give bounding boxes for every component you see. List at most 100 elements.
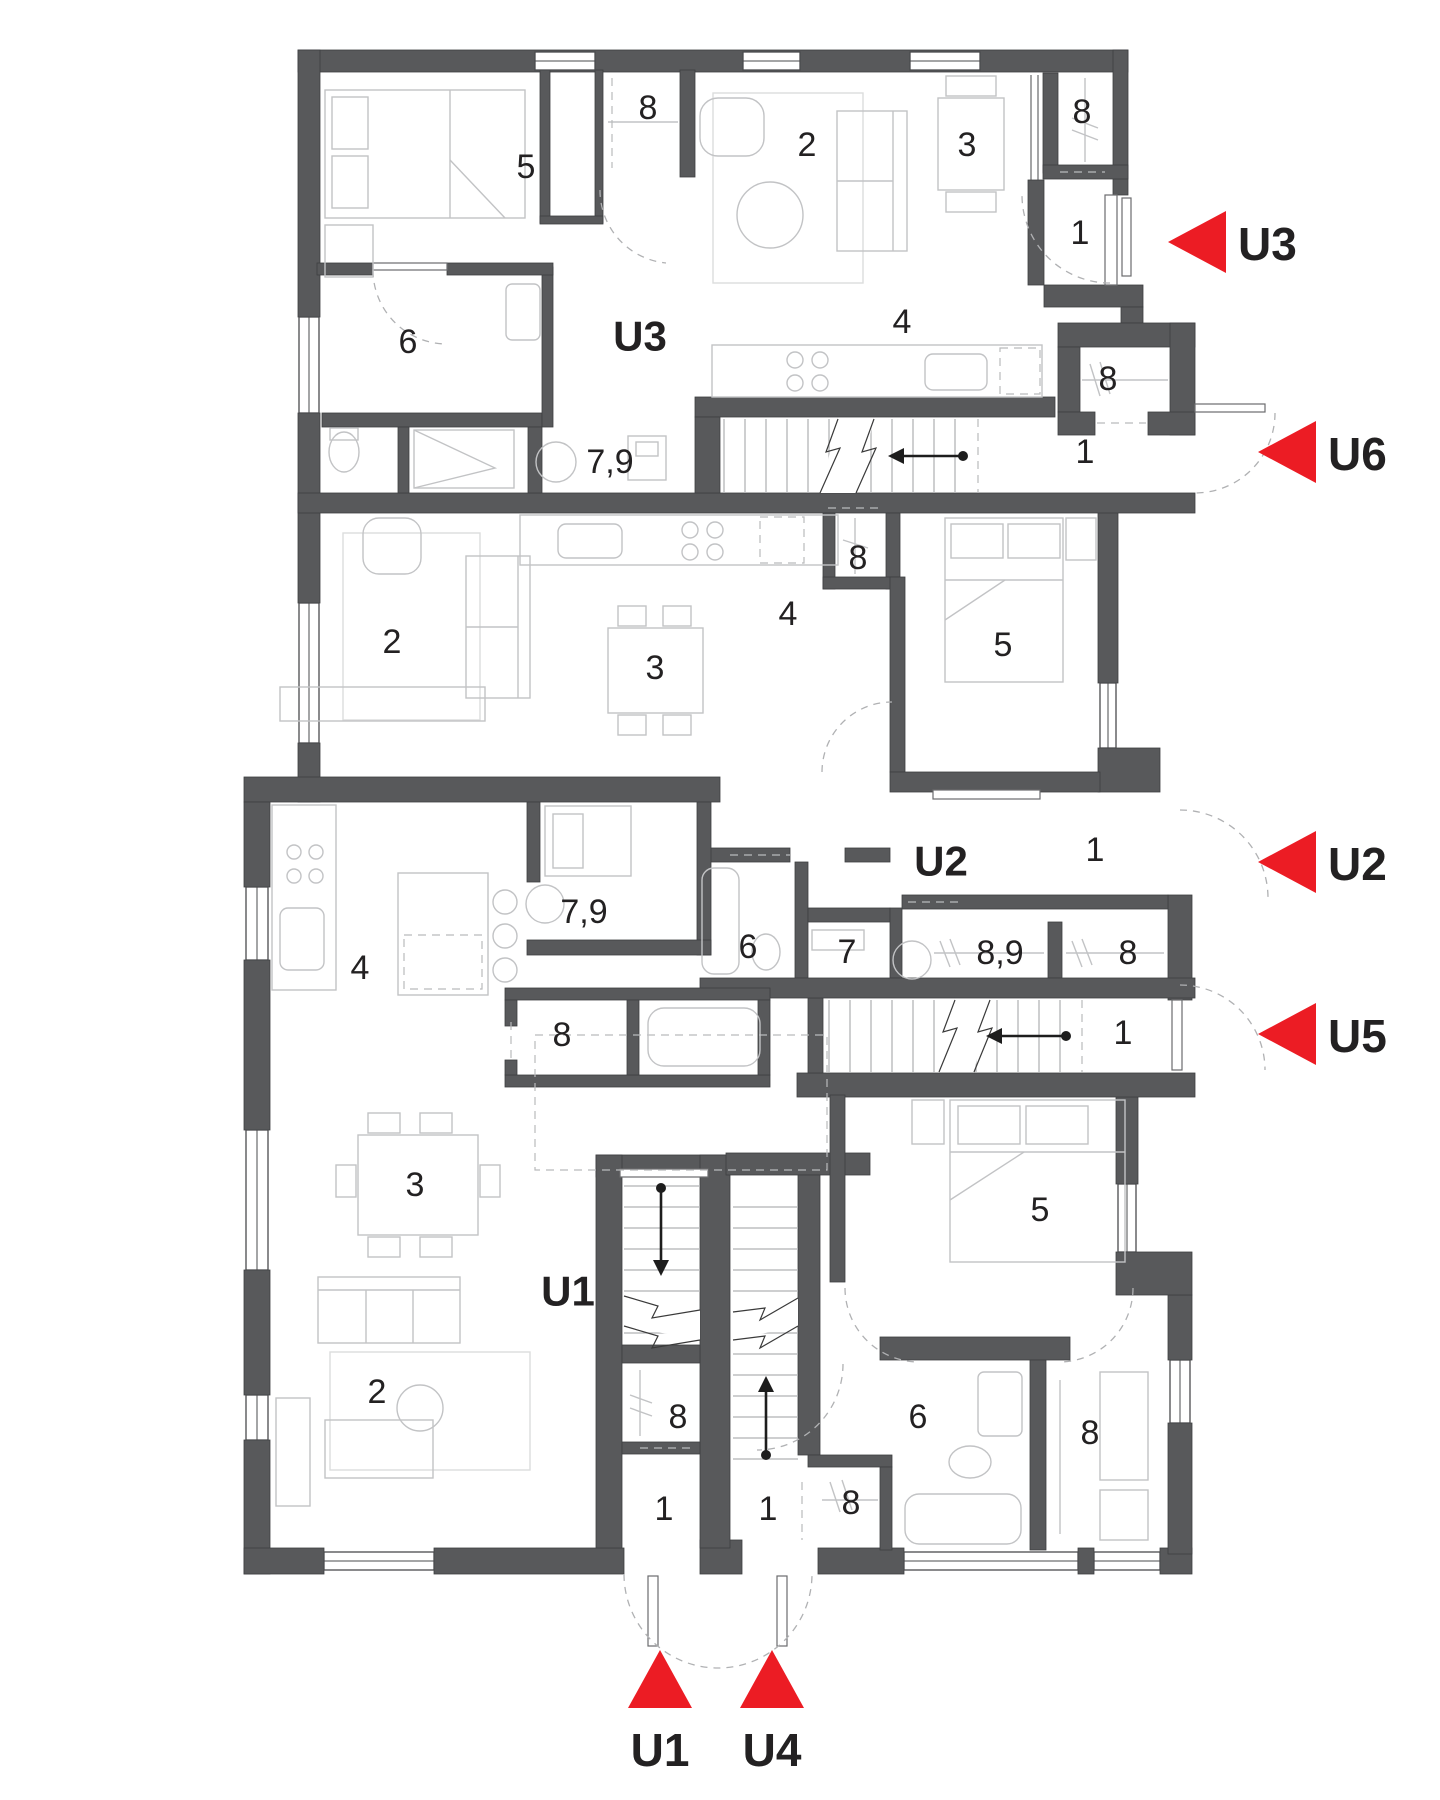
bed-u1 xyxy=(949,1099,1126,1263)
side-table-u3 xyxy=(736,181,804,249)
room-label-U3-3: 3 xyxy=(958,126,977,164)
sofa-u2 xyxy=(465,555,531,699)
entry-arrow-U4: U4 xyxy=(740,1650,804,1776)
closet-u6 xyxy=(1082,361,1168,397)
window xyxy=(1117,1183,1137,1253)
laundry89-u2 xyxy=(892,938,1044,980)
entry-door-u1 xyxy=(647,1575,659,1647)
stairs xyxy=(534,418,1083,1462)
room-label-U2-1: 1 xyxy=(1086,831,1105,869)
room-label-U2-5: 5 xyxy=(994,626,1013,664)
dining-u1 xyxy=(335,1112,501,1258)
bed-u2 xyxy=(944,517,1064,683)
cabinet-room7 xyxy=(811,929,865,951)
closet8d-u1 xyxy=(1059,1371,1149,1541)
bath6-u2 xyxy=(701,867,781,975)
entry-arrow-U2: U2 xyxy=(1258,831,1387,893)
nightstand xyxy=(324,224,374,278)
window xyxy=(903,1551,1079,1571)
closet8b-u2 xyxy=(1066,938,1164,968)
island-u1 xyxy=(397,872,518,996)
room-label-U2-8: 8 xyxy=(1119,934,1138,972)
bath-u3 xyxy=(328,283,541,489)
entry-arrow-triangle-U6 xyxy=(1258,421,1316,483)
closet-tr xyxy=(1071,78,1099,162)
stair-arrow-u5 xyxy=(986,1028,1071,1044)
window xyxy=(323,1551,435,1571)
armchair-u1 xyxy=(396,1384,444,1432)
room-label-U1-8: 8 xyxy=(669,1398,688,1436)
room-label-U1-8: 8 xyxy=(1081,1414,1100,1452)
cabinet-u1 xyxy=(275,1397,311,1507)
closet8c-u1 xyxy=(629,1370,653,1436)
closet-hall-u3 xyxy=(608,78,678,168)
kitchen-u3 xyxy=(711,344,1043,398)
window xyxy=(1169,1359,1191,1424)
window xyxy=(1099,682,1117,749)
entry-arrow-label-U2: U2 xyxy=(1328,838,1387,890)
room-label-U1-1: 1 xyxy=(655,1490,674,1528)
entry-arrow-label-U4: U4 xyxy=(743,1724,802,1776)
sofa-u1 xyxy=(317,1276,461,1344)
room-label-U3-5: 5 xyxy=(517,148,536,186)
entry-arrow-label-U3: U3 xyxy=(1238,218,1297,270)
entry-door-u2-leaf xyxy=(932,789,1041,800)
room-label-U2-2: 2 xyxy=(383,623,402,661)
room-label-U4-8: 8 xyxy=(842,1484,861,1522)
room-label-U2-6: 6 xyxy=(739,928,758,966)
room-label-U6-1: 1 xyxy=(1076,433,1095,471)
stair-arrow-u6 xyxy=(888,448,968,464)
closet8-u2 xyxy=(842,518,869,574)
kitchen-u1 xyxy=(271,804,337,991)
entry-arrow-triangle-U5 xyxy=(1258,1003,1316,1065)
bed-u3 xyxy=(324,89,526,219)
sofa-u3 xyxy=(836,110,908,252)
entry-arrow-U5: U5 xyxy=(1258,1003,1387,1065)
window xyxy=(534,51,596,71)
window xyxy=(298,316,320,414)
room-label-U1-6: 6 xyxy=(909,1398,928,1436)
sideboard-u2 xyxy=(279,686,486,722)
walls xyxy=(243,49,1196,1575)
window xyxy=(245,1394,269,1441)
room-label-U3-7,9: 7,9 xyxy=(586,443,633,481)
entry-arrow-triangle-U3 xyxy=(1168,211,1226,273)
room-label-U1-7,9: 7,9 xyxy=(560,893,607,931)
room-label-U3-4: 4 xyxy=(893,303,912,341)
windows xyxy=(245,51,1191,1571)
stair-arrow-u1 xyxy=(653,1183,669,1276)
entry-door-u6-leaf xyxy=(1194,403,1266,413)
room-label-U3-1: 1 xyxy=(1071,214,1090,252)
room-label-U2-8,9: 8,9 xyxy=(976,934,1023,972)
entry-arrow-U3: U3 xyxy=(1168,211,1297,273)
tub-u1a xyxy=(647,1007,761,1067)
entry-arrow-triangle-U1 xyxy=(628,1650,692,1708)
room-label-U6-8: 8 xyxy=(1099,360,1118,398)
armchair-u2 xyxy=(362,517,422,575)
window xyxy=(742,51,801,71)
room-label-U4-1: 1 xyxy=(759,1490,778,1528)
nightstand-u1 xyxy=(911,1099,945,1145)
table-u1 xyxy=(324,1419,434,1479)
room-label-U2-7: 7 xyxy=(838,933,857,971)
bath6-u1 xyxy=(904,1371,1023,1545)
entry-arrow-label-U6: U6 xyxy=(1328,428,1387,480)
room-label-U1-8: 8 xyxy=(553,1016,572,1054)
dining-u3 xyxy=(937,75,1005,213)
entry-arrow-triangle-U2 xyxy=(1258,831,1316,893)
kitchen-u2 xyxy=(519,514,839,566)
room-label-U2-4: 4 xyxy=(779,595,798,633)
armchair-u3 xyxy=(699,97,765,157)
entry-arrow-triangle-U4 xyxy=(740,1650,804,1708)
entry-arrow-label-U5: U5 xyxy=(1328,1010,1387,1062)
unit-label-U1: U1 xyxy=(541,1268,595,1315)
entry-door-u3 xyxy=(1104,194,1118,286)
laundry-u3 xyxy=(535,435,667,483)
room-label-U3-2: 2 xyxy=(798,126,817,164)
window xyxy=(1093,1551,1161,1571)
